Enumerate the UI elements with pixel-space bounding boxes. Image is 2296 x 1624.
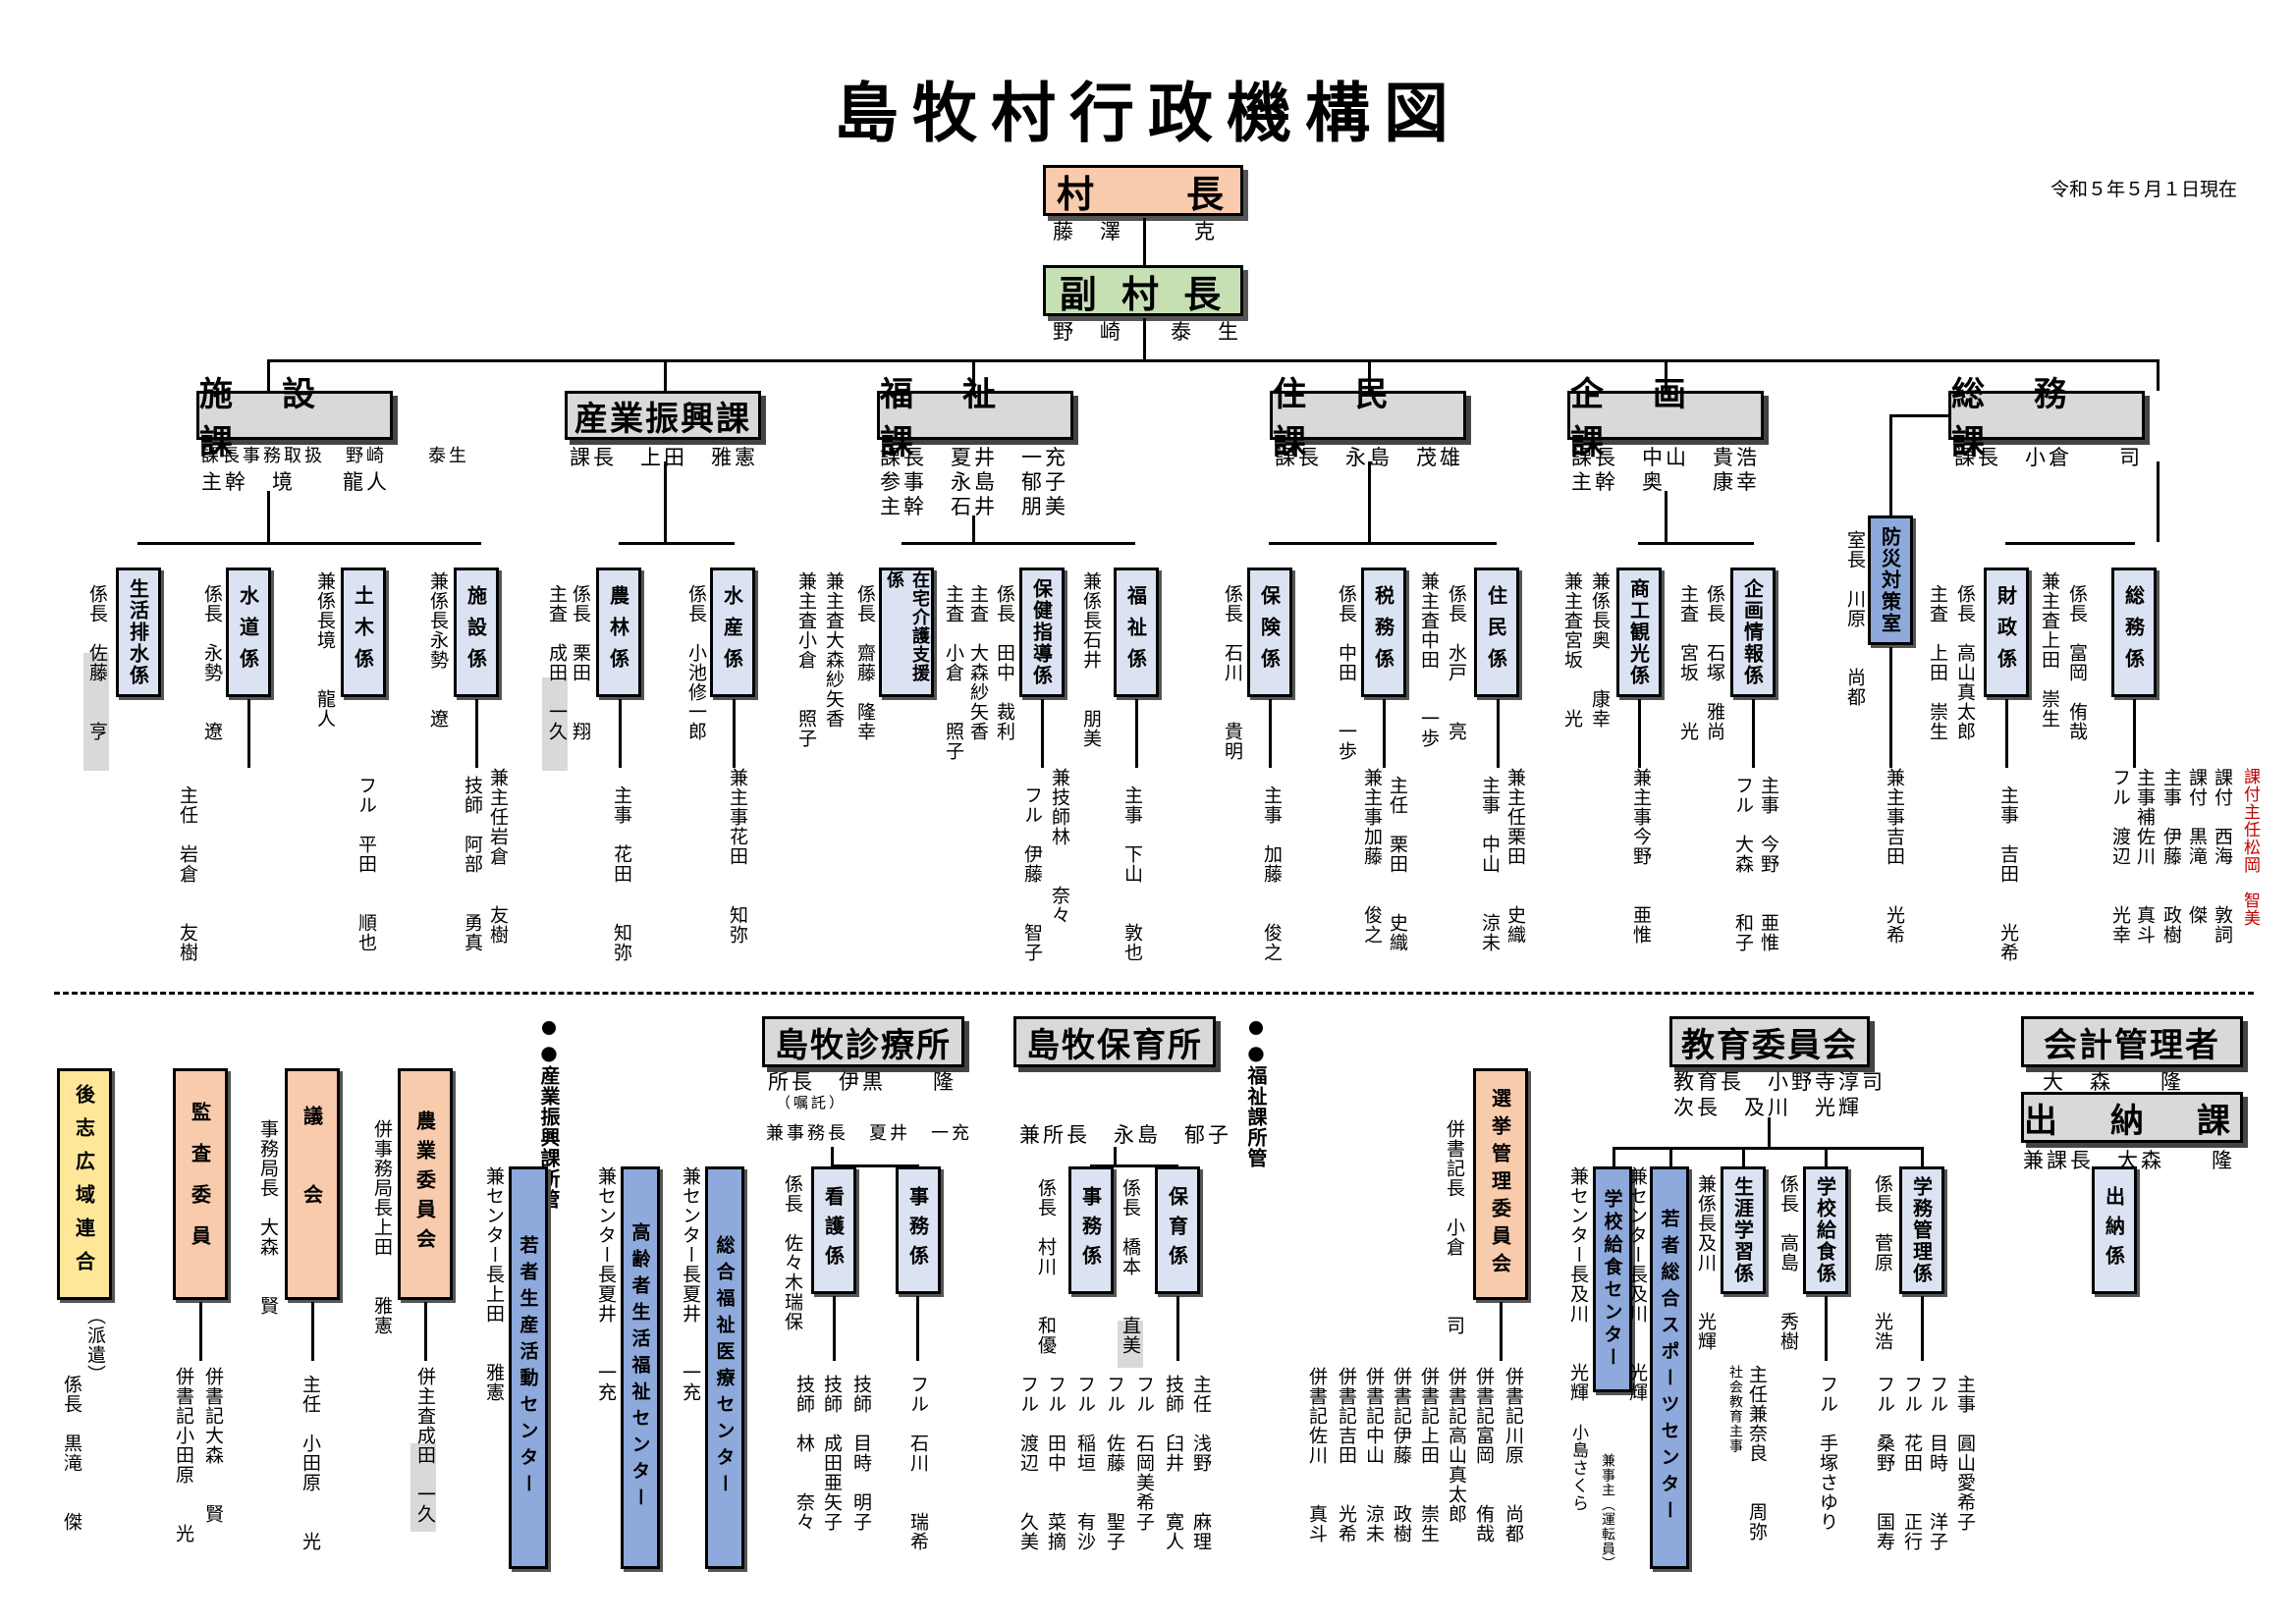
mayor-name: 藤 澤 克: [1053, 220, 1218, 244]
section-sangyo: 産業振興課: [565, 391, 761, 440]
section-kikaku-l2: 主幹 奥 康幸: [1571, 470, 1760, 494]
vice-mayor-name: 野 崎 泰 生: [1053, 320, 1241, 344]
unit-hoken-shido: 保健指導係: [1019, 568, 1065, 697]
section-kikaku: 企 画 課: [1567, 375, 1764, 462]
kyoiku-l2: 次長 及川 光輝: [1673, 1096, 1862, 1119]
unit-wakamono: 若者生産活動センター: [509, 1166, 548, 1569]
section-fukushi-l3: 主幹 石井 朋美: [880, 495, 1068, 518]
unit-wakamono-sports: 若者総合スポーツセンター: [1650, 1166, 1689, 1569]
unit-gakko-kyushoku-center: 学校給食センター: [1593, 1166, 1632, 1392]
as-of-date: 令和５年５月１日現在: [2050, 179, 2237, 200]
unit-suito: 出納係: [2092, 1166, 2137, 1294]
unit-doboku: 土木係: [341, 568, 386, 697]
unit-jimu: 事務係: [896, 1166, 941, 1294]
section-shisetsu-l1: 課長事務取扱 野崎 泰生: [201, 446, 469, 466]
unit-hoken: 保険係: [1247, 568, 1292, 697]
bottom-kyoiku: 教育委員会: [1669, 1016, 1870, 1067]
unit-gikai: 議会: [285, 1068, 340, 1300]
section-somu-l1: 課長 小倉 司: [1954, 446, 2143, 469]
section-sangyo-l1: 課長 上田 雅憲: [570, 446, 758, 469]
unit-sogo: 総合福祉医療センター: [705, 1166, 744, 1569]
unit-seikatsu: 生活排水係: [116, 568, 161, 697]
unit-shoko: 商工観光係: [1616, 568, 1662, 697]
unit-norin: 農林係: [596, 568, 641, 697]
shinryo-l2: （嘱託）: [776, 1094, 847, 1111]
fukushi-note: ●福祉課所管: [1244, 1041, 1268, 1168]
bottom-shinryo: 島牧診療所: [762, 1016, 964, 1067]
unit-gakko-kyushoku: 学校給食係: [1803, 1166, 1848, 1294]
unit-hoiku: 保育係: [1155, 1166, 1200, 1294]
section-fukushi-l2: 参事 永島 郁子: [880, 470, 1068, 494]
unit-senkyo: 選挙管理委員会: [1473, 1068, 1528, 1300]
unit-koreisha: 高齢者生活福祉センター: [621, 1166, 660, 1569]
section-shisetsu: 施 設 課: [196, 375, 393, 462]
bottom-suito: 出 納 課: [2021, 1092, 2243, 1143]
unit-hoiku-jimu: 事務係: [1068, 1166, 1114, 1294]
shinryo-l3: 兼事務長 夏井 一充: [766, 1123, 972, 1144]
kyoiku-l1: 教育長 小野寺淳司: [1673, 1070, 1886, 1094]
section-fukushi-l1: 課長 夏井 一充: [880, 446, 1068, 469]
unit-zaisei: 財政係: [1984, 568, 2029, 697]
unit-zaitaku: 在宅介護支援係: [879, 568, 934, 697]
bottom-kaikei: 会計管理者: [2021, 1016, 2243, 1067]
section-fukushi: 福 祉 課: [877, 375, 1073, 462]
section-kikaku-l1: 課長 中山 貴浩: [1571, 446, 1760, 469]
vice-mayor-box: 副 村 長: [1043, 265, 1243, 316]
unit-kikaku: 企画情報係: [1730, 568, 1776, 697]
unit-zeimu: 税務係: [1361, 568, 1406, 697]
section-somu: 総 務 課: [1948, 375, 2145, 462]
section-jumin-l1: 課長 永島 茂雄: [1275, 446, 1463, 469]
bottom-hoikusho: 島牧保育所: [1013, 1016, 1216, 1067]
unit-shiribeshi: 後志広域連合: [57, 1068, 112, 1300]
section-jumin: 住 民 課: [1270, 375, 1466, 462]
unit-somu: 総務係: [2111, 568, 2157, 697]
unit-shogai: 生涯学習係: [1721, 1166, 1766, 1294]
unit-kansa: 監査委員: [173, 1068, 228, 1300]
unit-shisetsu: 施設係: [454, 568, 499, 697]
hoikusho-l1: 兼所長 永島 郁子: [1019, 1123, 1231, 1147]
shinryo-l1: 所長 伊黒 隆: [768, 1070, 957, 1094]
unit-fukushi: 福祉係: [1114, 568, 1159, 697]
unit-kango: 看護係: [811, 1166, 856, 1294]
section-shisetsu-l2: 主幹 境 龍人: [201, 470, 390, 494]
page-title: 島牧村行政機構図: [834, 76, 1462, 151]
unit-gakumu: 学務管理係: [1899, 1166, 1944, 1294]
unit-jumin: 住民係: [1474, 568, 1519, 697]
mayor-box: 村 長: [1043, 165, 1243, 216]
unit-bosai: 防災対策室: [1868, 515, 1913, 645]
unit-suisan: 水産係: [710, 568, 755, 697]
kaikei-l1: 大 森 隆: [2043, 1070, 2184, 1094]
unit-nogyo: 農業委員会: [398, 1068, 453, 1300]
unit-suido: 水道係: [226, 568, 271, 697]
